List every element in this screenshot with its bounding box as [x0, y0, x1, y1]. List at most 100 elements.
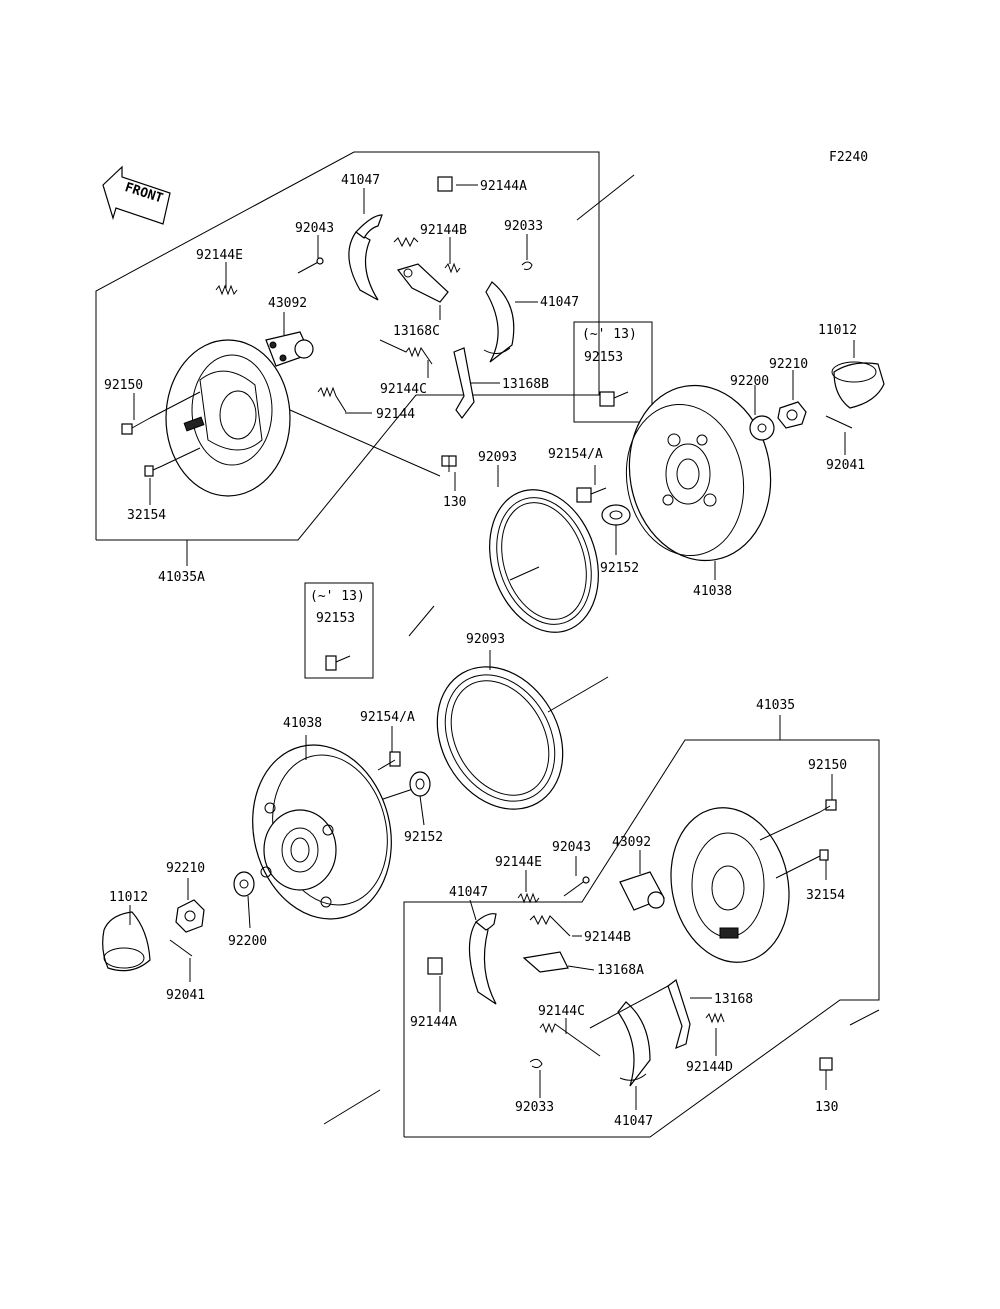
- label-upper-note: (~' 13): [582, 327, 637, 342]
- label-upper-41035A: 41035A: [158, 570, 205, 585]
- upper-spring-92144C: [379, 339, 433, 365]
- label-upper-41038: 41038: [693, 584, 732, 599]
- label-upper-92200: 92200: [730, 374, 769, 389]
- label-upper-92154A: 92154/A: [548, 447, 603, 462]
- label-upper-11012: 11012: [818, 323, 857, 338]
- upper-bolt-92153: [599, 391, 629, 407]
- lower-lever-13168A: [522, 951, 595, 973]
- upper-washer-92200: [749, 415, 775, 441]
- upper-lever-13168C: [396, 263, 449, 303]
- lower-spring-92144E: [517, 892, 540, 904]
- label-upper-41047-b: 41047: [540, 295, 579, 310]
- upper-ring-92033: [521, 261, 533, 270]
- upper-brake-drum: [625, 384, 772, 562]
- upper-leader-lines: [133, 184, 538, 505]
- label-lower-41038: 41038: [283, 716, 322, 731]
- middle-bolt-92153: [325, 655, 351, 671]
- label-upper-92153: 92153: [584, 350, 623, 365]
- lower-pin-92043: [563, 856, 590, 897]
- upper-note-box: [573, 321, 653, 423]
- label-lower-92041: 92041: [166, 988, 205, 1003]
- label-lower-92154A: 92154/A: [360, 710, 415, 725]
- lower-brake-shoe-b: [617, 1001, 651, 1110]
- label-lower-92150: 92150: [808, 758, 847, 773]
- upper-washer-92152: [601, 504, 631, 526]
- label-upper-13168B: 13168B: [502, 377, 549, 392]
- label-upper-92144E: 92144E: [196, 248, 243, 263]
- upper-backing-plate: [165, 339, 291, 497]
- figure-code: F2240: [829, 150, 868, 165]
- upper-seal-92093: [489, 465, 599, 633]
- lower-bolt-92154A: [377, 726, 401, 771]
- upper-spring-92144: [317, 386, 347, 413]
- lower-nut-92210: [175, 878, 205, 933]
- lower-cap-11012: [102, 905, 151, 972]
- upper-cotter-pin-92041: [825, 415, 853, 429]
- label-mid-92153: 92153: [316, 611, 355, 626]
- lower-spring-92144C: [539, 1022, 601, 1057]
- label-lower-41035: 41035: [756, 698, 795, 713]
- upper-bolt-92150: [121, 417, 151, 435]
- upper-bolt-130: [441, 455, 457, 472]
- lower-cotter-pin-92041: [169, 939, 193, 982]
- label-lower-92144E: 92144E: [495, 855, 542, 870]
- label-lower-11012: 11012: [109, 890, 148, 905]
- lower-bolt-130: [819, 1057, 833, 1090]
- upper-spring-92144E: [215, 284, 238, 296]
- label-upper-92210: 92210: [769, 357, 808, 372]
- label-lower-43092: 43092: [612, 835, 651, 850]
- label-mid-92093: 92093: [466, 632, 505, 647]
- upper-brake-shoe-a: [348, 214, 383, 302]
- label-lower-92210: 92210: [166, 861, 205, 876]
- upper-clip-92144A: [437, 176, 453, 192]
- upper-assembly-frame: [95, 151, 635, 566]
- upper-spring-92144B-a: [393, 236, 419, 248]
- upper-spring-92144B-b: [444, 262, 461, 274]
- label-upper-13168C: 13168C: [393, 324, 440, 339]
- label-lower-32154: 32154: [806, 888, 845, 903]
- lower-washer-92200: [233, 871, 255, 929]
- upper-bolt-92154A: [576, 487, 607, 503]
- label-upper-92144B: 92144B: [420, 223, 467, 238]
- label-upper-130: 130: [443, 495, 466, 510]
- upper-cap-11012: [831, 361, 885, 409]
- lower-spring-92144B: [529, 914, 571, 937]
- lower-washer-92152: [409, 771, 431, 826]
- label-upper-92093: 92093: [478, 450, 517, 465]
- lower-axis-line-c: [589, 985, 669, 1029]
- label-upper-92144C: 92144C: [380, 382, 427, 397]
- lower-spring-92144D: [705, 1012, 725, 1024]
- front-arrow-icon: FRONT: [102, 165, 171, 225]
- lower-brake-shoe-a: [468, 899, 497, 1005]
- label-upper-92041: 92041: [826, 458, 865, 473]
- label-upper-92150: 92150: [104, 378, 143, 393]
- label-lower-92144C: 92144C: [538, 1004, 585, 1019]
- middle-note-box: [304, 582, 374, 679]
- lower-clip-92144A: [427, 957, 443, 1012]
- upper-nut-92210: [777, 401, 807, 429]
- lower-axis-line-a: [547, 676, 609, 713]
- lower-assembly-frame: [323, 715, 880, 1138]
- upper-brake-shoe-b: [483, 281, 515, 363]
- label-lower-41047-a: 41047: [449, 885, 488, 900]
- upper-axis-line-a: [408, 605, 435, 637]
- label-upper-92144A: 92144A: [480, 179, 527, 194]
- label-lower-13168: 13168: [714, 992, 753, 1007]
- label-lower-92043: 92043: [552, 840, 591, 855]
- label-upper-92152: 92152: [600, 561, 639, 576]
- lower-bolt-92150: [759, 774, 837, 841]
- upper-bleeder-32154: [144, 465, 163, 477]
- lower-wheel-cylinder: [619, 850, 665, 911]
- lower-bleeder-32154: [775, 849, 829, 880]
- label-lower-13168A: 13168A: [597, 963, 644, 978]
- label-upper-41047-a: 41047: [341, 173, 380, 188]
- label-lower-92144A: 92144A: [410, 1015, 457, 1030]
- label-lower-92144B: 92144B: [584, 930, 631, 945]
- lower-ring-92033: [529, 1058, 543, 1069]
- lower-brake-drum: [252, 735, 392, 920]
- label-lower-92033: 92033: [515, 1100, 554, 1115]
- label-upper-43092: 43092: [268, 296, 307, 311]
- upper-wheel-cylinder: [265, 331, 314, 367]
